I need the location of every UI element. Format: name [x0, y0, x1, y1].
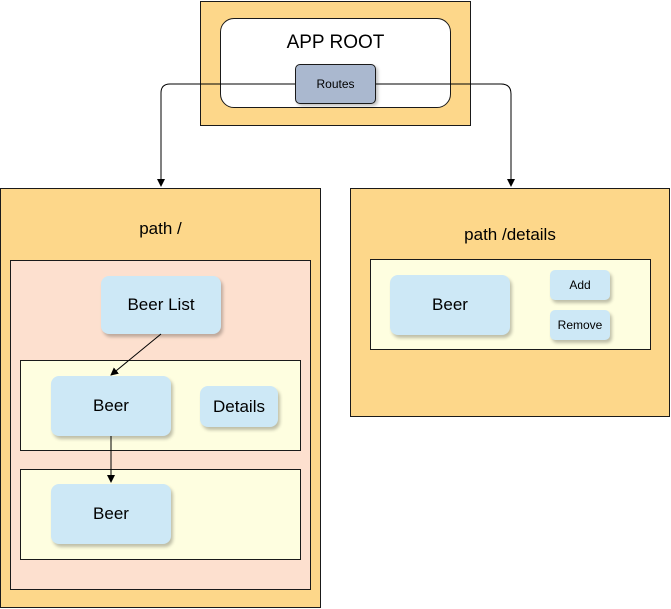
path-details-title: path /details	[464, 225, 556, 244]
beer-label-row-1: Beer	[93, 396, 129, 415]
remove-label: Remove	[557, 318, 603, 332]
beer-component-row-2: Beer	[51, 484, 171, 544]
details-label: Details	[213, 396, 265, 416]
edge-beer-list-to-beer	[110, 333, 162, 376]
edge-routes-to-path-details	[376, 83, 515, 187]
details-beer-label: Beer	[432, 295, 468, 314]
add-component: Add	[550, 270, 610, 300]
edge-routes-to-path-root	[157, 83, 295, 187]
beer-list-label: Beer List	[127, 295, 195, 314]
path-root-title: path /	[139, 219, 182, 238]
add-label: Add	[569, 278, 591, 292]
remove-component: Remove	[550, 310, 610, 340]
details-beer-component: Beer	[390, 275, 510, 335]
beer-list-component: Beer List	[101, 276, 221, 334]
details-component: Details	[200, 386, 278, 427]
routes-node: Routes	[295, 64, 376, 104]
app-root-title: APP ROOT	[286, 32, 385, 53]
routes-label: Routes	[316, 77, 355, 91]
beer-component-row-1: Beer	[51, 376, 171, 436]
beer-label-row-2: Beer	[93, 504, 129, 523]
